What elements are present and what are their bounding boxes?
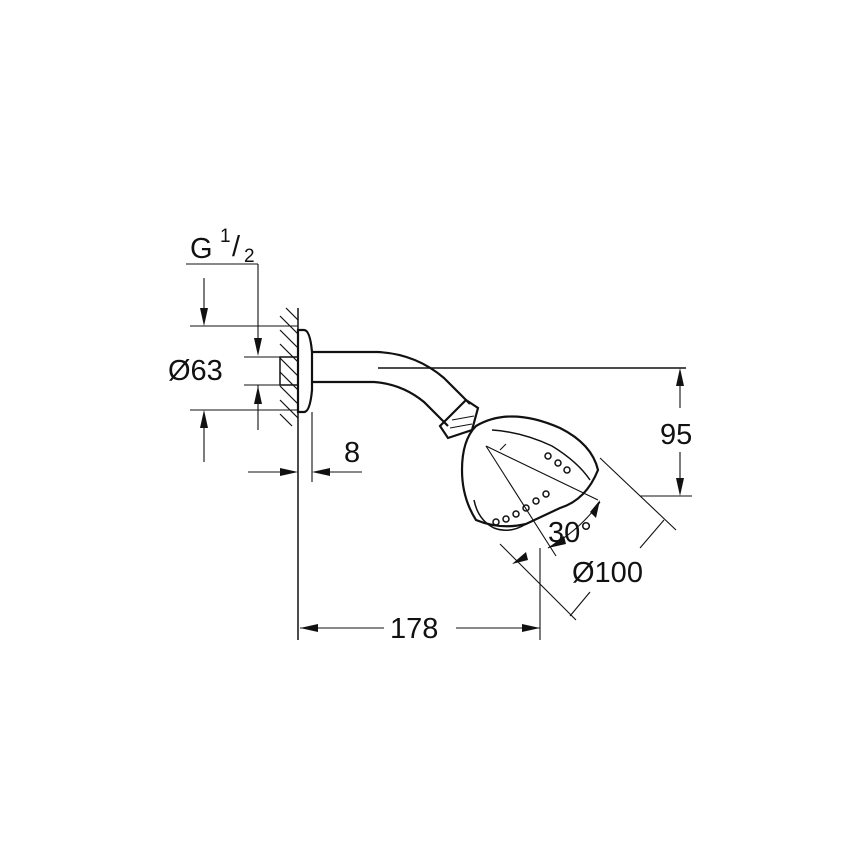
- dimension-thread: G 1 / 2: [186, 226, 262, 356]
- head-diameter-label: Ø100: [572, 557, 643, 589]
- thread-numerator-label: 1: [220, 226, 231, 247]
- dimension-projection: 178: [300, 548, 541, 645]
- shower-arm: [312, 350, 686, 427]
- wall-flange: [296, 328, 314, 414]
- spray-angle-lines: [485, 445, 599, 557]
- thread-prefix-label: G: [190, 233, 213, 265]
- thread-denominator-label: 2: [244, 246, 255, 267]
- shower-head: [460, 415, 600, 531]
- dimension-spray-angle: 30°: [547, 500, 601, 549]
- swivel-nut: [438, 398, 480, 440]
- flange-diameter-label: Ø63: [168, 355, 223, 387]
- dimension-flange-diameter: Ø63: [168, 278, 298, 462]
- thread-slash-label: /: [232, 231, 241, 263]
- wall-hatching: [279, 307, 299, 427]
- projection-label: 178: [390, 613, 438, 645]
- wall-offset-label: 8: [344, 437, 360, 469]
- drop-label: 95: [660, 419, 692, 451]
- spray-angle-label: 30°: [548, 517, 592, 549]
- dimension-drop: 95: [640, 368, 692, 497]
- dimension-head-diameter: Ø100: [499, 457, 677, 621]
- nozzle-holes: [492, 452, 571, 526]
- dimension-wall-offset: 8: [248, 412, 362, 482]
